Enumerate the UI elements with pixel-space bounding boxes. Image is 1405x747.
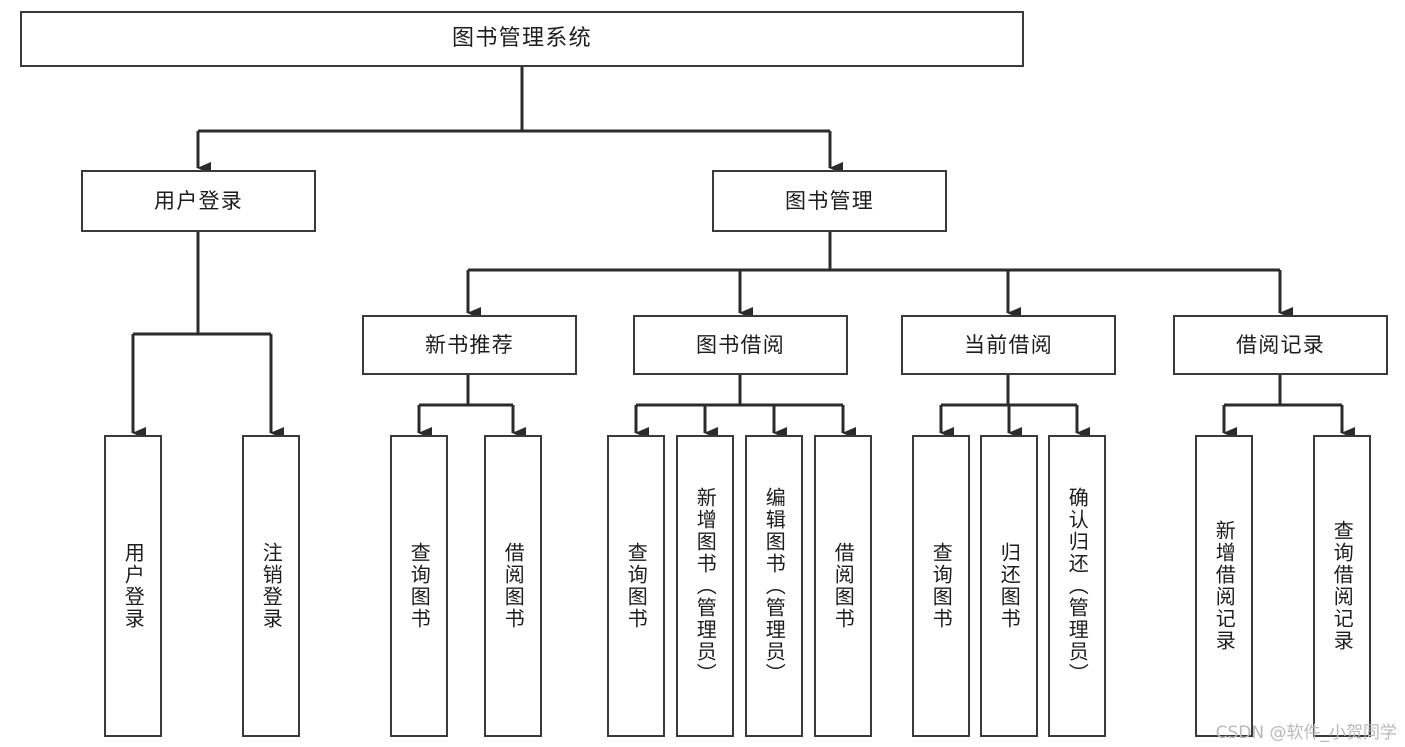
- leaf-borrow-book-1-label: 借阅图书: [501, 542, 526, 630]
- leaf-borrow-book-2-label: 借阅图书: [831, 542, 856, 630]
- node-current-borrow[interactable]: 当前借阅: [901, 315, 1116, 375]
- node-book-manage-label: 图书管理: [784, 188, 875, 213]
- node-root-label: 图书管理系统: [452, 26, 592, 52]
- leaf-edit-book-label: 编辑图书（管理员）: [762, 487, 787, 685]
- node-new-book-recommend[interactable]: 新书推荐: [362, 315, 577, 375]
- leaf-query-book-3-label: 查询图书: [929, 542, 954, 630]
- leaf-user-logout-label: 注销登录: [259, 542, 284, 630]
- leaf-user-login[interactable]: 用户登录: [104, 435, 162, 737]
- leaf-return-book-label: 归还图书: [997, 542, 1022, 630]
- leaf-borrow-book-1[interactable]: 借阅图书: [484, 435, 542, 737]
- node-borrow-record[interactable]: 借阅记录: [1173, 315, 1388, 375]
- node-book-borrow-label: 图书借阅: [695, 332, 786, 357]
- node-new-book-recommend-label: 新书推荐: [424, 332, 515, 357]
- node-book-borrow[interactable]: 图书借阅: [633, 315, 848, 375]
- leaf-query-book-2[interactable]: 查询图书: [607, 435, 665, 737]
- leaf-add-record-label: 新增借阅记录: [1212, 520, 1237, 652]
- leaf-add-record[interactable]: 新增借阅记录: [1195, 435, 1253, 737]
- leaf-query-book-1-label: 查询图书: [407, 542, 432, 630]
- leaf-return-book[interactable]: 归还图书: [980, 435, 1038, 737]
- node-book-manage[interactable]: 图书管理: [712, 170, 947, 232]
- leaf-user-logout[interactable]: 注销登录: [242, 435, 300, 737]
- leaf-user-login-label: 用户登录: [121, 542, 146, 630]
- node-current-borrow-label: 当前借阅: [963, 332, 1054, 357]
- leaf-add-book[interactable]: 新增图书（管理员）: [676, 435, 734, 737]
- leaf-query-book-1[interactable]: 查询图书: [390, 435, 448, 737]
- leaf-query-record-label: 查询借阅记录: [1330, 520, 1355, 652]
- node-user-login-label: 用户登录: [153, 188, 244, 213]
- leaf-query-record[interactable]: 查询借阅记录: [1313, 435, 1371, 737]
- leaf-add-book-label: 新增图书（管理员）: [693, 487, 718, 685]
- leaf-confirm-return[interactable]: 确认归还（管理员）: [1048, 435, 1106, 737]
- node-borrow-record-label: 借阅记录: [1235, 332, 1326, 357]
- leaf-query-book-3[interactable]: 查询图书: [912, 435, 970, 737]
- leaf-confirm-return-label: 确认归还（管理员）: [1065, 487, 1090, 685]
- leaf-borrow-book-2[interactable]: 借阅图书: [814, 435, 872, 737]
- node-root[interactable]: 图书管理系统: [20, 11, 1024, 67]
- leaf-query-book-2-label: 查询图书: [624, 542, 649, 630]
- leaf-edit-book[interactable]: 编辑图书（管理员）: [745, 435, 803, 737]
- node-user-login[interactable]: 用户登录: [81, 170, 316, 232]
